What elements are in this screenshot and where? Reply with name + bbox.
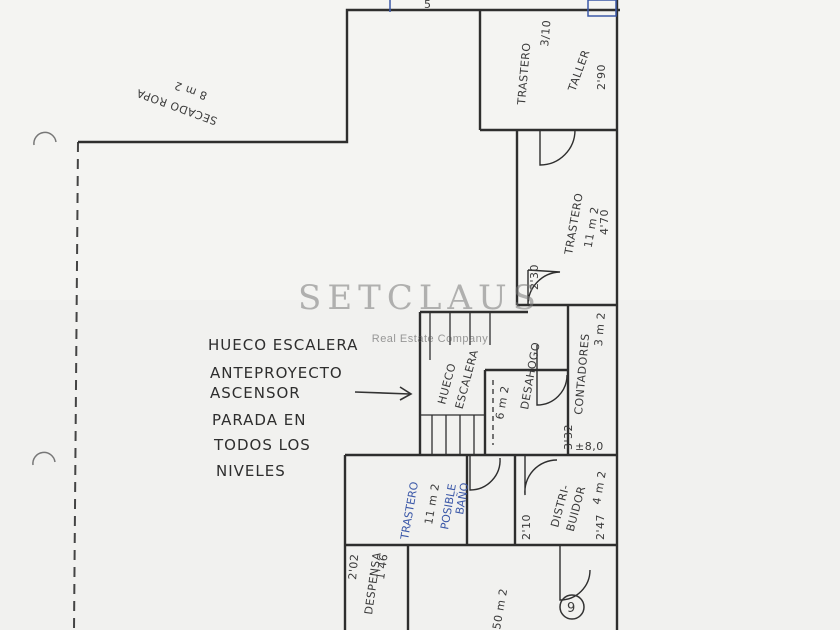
label-despensa-dim2: 2'02 <box>346 553 361 580</box>
label-door-dim: 2'30 <box>528 264 541 290</box>
desahogo-area: 6 m 2 <box>493 385 512 421</box>
label-distribuidor-area: 4 m 2 <box>590 470 609 506</box>
contadores-dim2: ±8,0 <box>575 440 604 453</box>
door-swings <box>469 129 591 601</box>
dim-210: 2'10 <box>520 514 533 540</box>
label-trastero-taller: TRASTERO 3/10 <box>515 19 554 106</box>
label-desahogo-area: 6 m 2 <box>493 385 512 421</box>
despensa-dim2: 2'02 <box>346 553 361 580</box>
despensa-dim: 1'46 <box>374 553 390 581</box>
distribuidor-dim: 2'47 <box>594 514 607 540</box>
contadores-dim: 3'32 <box>562 424 575 450</box>
arrow-icon <box>354 386 413 401</box>
top-number: 5 <box>424 0 432 11</box>
taller-dim: 2'90 <box>595 64 608 90</box>
annotation-block: HUECO ESCALERA ANTEPROYECTO ASCENSOR PAR… <box>208 336 358 480</box>
binder-hole-icon <box>32 451 56 466</box>
label-taller-dim: 2'90 <box>595 64 608 90</box>
watermark-brand: SETCLAUS <box>298 278 542 318</box>
distribuidor-area: 4 m 2 <box>590 470 609 506</box>
door-dim: 2'30 <box>528 264 541 290</box>
label-contadores-dim: 3'32 <box>562 424 575 450</box>
trastero-2-dim: 4'70 <box>598 209 611 235</box>
binder-hole-icon <box>33 131 57 146</box>
circle-number: 9 <box>567 601 576 616</box>
label-bano: BAÑO <box>453 481 471 515</box>
annotation-line: NIVELES <box>216 462 286 480</box>
circle-marker <box>559 594 585 620</box>
annotation-line: ANTEPROYECTO <box>210 364 343 382</box>
watermark-tagline: Real Estate Company <box>371 333 489 345</box>
label-dim-210: 2'10 <box>520 514 533 540</box>
annotation-line: ASCENSOR <box>210 384 301 402</box>
trastero-taller-area: 3/10 <box>538 19 553 47</box>
walls <box>78 0 620 630</box>
bano-label: BAÑO <box>453 481 471 515</box>
label-distribuidor-dim: 2'47 <box>594 514 607 540</box>
contadores-area: 3 m 2 <box>592 312 608 347</box>
label-trastero-2-dim: 4'70 <box>598 209 611 235</box>
dashed-boundary <box>73 141 79 630</box>
annotation-line: TODOS LOS <box>213 436 311 454</box>
trastero-taller-name: TRASTERO <box>515 42 533 106</box>
annotation-line: PARADA EN <box>212 411 306 429</box>
staircase <box>420 312 494 455</box>
label-despensa-dim: 1'46 <box>374 553 390 581</box>
window-mark <box>587 0 617 17</box>
annotation-line: HUECO ESCALERA <box>208 336 358 354</box>
